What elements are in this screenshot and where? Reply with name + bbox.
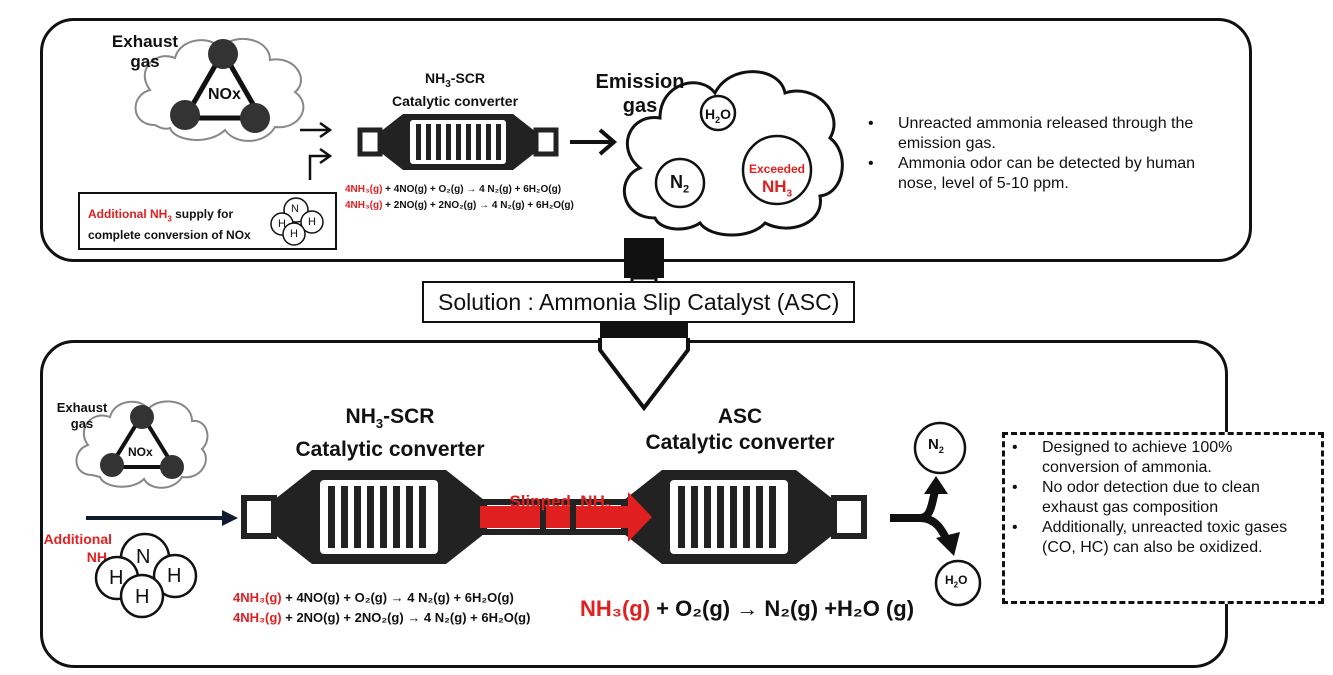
n2-bubble xyxy=(913,421,967,475)
atom-n-large: N xyxy=(136,546,151,568)
exceeded-nh3-label: Exceeded NH3 xyxy=(748,162,806,200)
supply-text: Additional NH3 supply for complete conve… xyxy=(88,207,251,243)
atom-h-small-3: H xyxy=(290,228,298,240)
top-bullet-1: Unreacted ammonia released through the e… xyxy=(868,114,1198,154)
n2-label-bottom: N2 xyxy=(928,436,944,455)
scr-equation-2-top: 4NH₃(g) + 2NO(g) + 2NO₂(g) → 4 N₂(g) + 6… xyxy=(345,200,574,211)
nox-label-bottom: NOx xyxy=(128,445,153,459)
h2o-bubble xyxy=(934,559,982,607)
slipped-nh3-label: Slipped NH3 xyxy=(509,492,611,515)
atom-h-large-3: H xyxy=(135,586,150,608)
scr-converter-top xyxy=(357,114,559,170)
atom-h-small-2: H xyxy=(308,216,316,228)
atom-h-small-1: H xyxy=(278,218,286,230)
inlet-arrow-bottom xyxy=(86,510,238,526)
scr-equation-1-bottom: 4NH₃(g) + 4NO(g) + O₂(g) → 4 N₂(g) + 6H₂… xyxy=(233,590,514,605)
converters-bottom xyxy=(241,470,867,564)
solution-label: Solution : Ammonia Slip Catalyst (ASC) xyxy=(422,281,856,323)
asc-equation: NH₃(g) + O₂(g) → N₂(g) +H₂O (g) xyxy=(580,596,915,621)
atom-h-large-2: H xyxy=(167,565,182,587)
atom-h-large-1: H xyxy=(109,567,124,589)
bottom-bullet-list: Designed to achieve 100% conversion of a… xyxy=(1012,438,1312,558)
nh3-molecule-large xyxy=(94,532,198,619)
scr-title-bottom: NH3-SCR Catalytic converter xyxy=(295,405,485,462)
scr-equation-1-top: 4NH₃(g) + 4NO(g) + O₂(g) → 4 N₂(g) + 6H₂… xyxy=(345,184,562,195)
h2o-label-bottom: H2O xyxy=(945,573,968,590)
bottom-bullet-2: No odor detection due to clean exhaust g… xyxy=(1012,478,1312,518)
asc-title-bottom: ASC Catalytic converter xyxy=(645,405,835,454)
outlet-split-arrow xyxy=(890,476,960,556)
exhaust-cloud-bottom xyxy=(75,400,209,489)
atom-n-small: N xyxy=(291,203,299,215)
scr-title-top: NH3-SCR Catalytic converter xyxy=(391,70,519,109)
nh3-molecule-small xyxy=(270,197,324,246)
scr-equation-2-bottom: 4NH₃(g) + 2NO(g) + 2NO₂(g) → 4 N₂(g) + 6… xyxy=(233,610,531,625)
outlet-arrow-top xyxy=(570,128,618,156)
solution-down-arrow xyxy=(598,238,690,412)
top-bullet-2: Ammonia odor can be detected by human no… xyxy=(868,154,1198,194)
additional-nh3-label: Additional NH3 xyxy=(43,531,112,568)
bottom-bullet-1: Designed to achieve 100% conversion of a… xyxy=(1012,438,1312,478)
exhaust-cloud-top xyxy=(134,38,305,142)
top-bullet-list: Unreacted ammonia released through the e… xyxy=(868,114,1198,194)
h2o-label-top: H2O xyxy=(705,106,732,125)
inlet-arrows-top xyxy=(300,121,333,180)
emission-cloud xyxy=(623,70,844,237)
nox-label-top: NOx xyxy=(208,86,241,103)
n2-label-top: N2 xyxy=(670,172,690,196)
bottom-bullet-3: Additionally, unreacted toxic gases (CO,… xyxy=(1012,518,1312,558)
